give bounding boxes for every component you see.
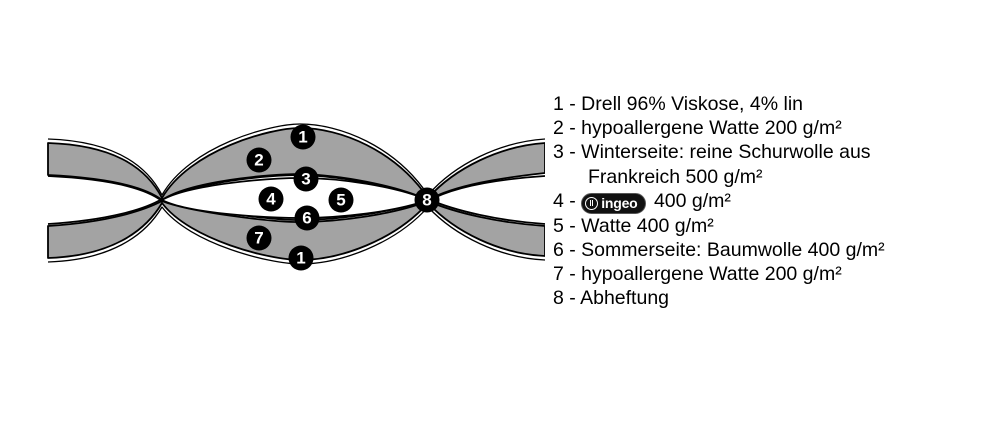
svg-text:7: 7 — [254, 229, 263, 248]
marker-5: 5 — [328, 187, 354, 213]
ingeo-logo: ingeo — [581, 192, 646, 214]
marker-1-top: 1 — [290, 124, 316, 150]
legend-item-6: 6 - Sommerseite: Baumwolle 400 g/m² — [553, 239, 885, 262]
svg-text:1: 1 — [296, 249, 305, 268]
legend-item-8: 8 - Abheftung — [553, 287, 670, 310]
marker-2: 2 — [246, 147, 272, 173]
legend-item-5: 5 - Watte 400 g/m² — [553, 214, 714, 237]
svg-text:2: 2 — [254, 151, 263, 170]
legend-item-1: 1 - Drell 96% Viskose, 4% lin — [553, 93, 803, 115]
marker-8: 8 — [414, 187, 440, 213]
legend: 1 - Drell 96% Viskose, 4% lin 2 - hypoal… — [553, 92, 885, 311]
legend-item-3: 3 - Winterseite: reine Schurwolle aus — [553, 141, 871, 164]
layer-cross-section-diagram: 1 2 3 4 5 6 7 1 8 — [47, 123, 545, 271]
ingeo-logo-text: ingeo — [601, 195, 638, 212]
legend-item-4-text: 400 g/m² — [653, 189, 731, 212]
marker-7: 7 — [246, 225, 272, 251]
marker-3: 3 — [293, 166, 319, 192]
outer-fabric-top-line — [47, 123, 545, 196]
ingeo-leaf-icon — [585, 196, 599, 210]
svg-text:5: 5 — [336, 191, 345, 210]
legend-item-3-continuation: Frankreich 500 g/m² — [588, 165, 763, 188]
svg-text:1: 1 — [298, 128, 307, 147]
marker-6: 6 — [294, 205, 320, 231]
legend-item-7: 7 - hypoallergene Watte 200 g/m² — [553, 263, 842, 286]
marker-1-bottom: 1 — [288, 245, 314, 271]
legend-item-2: 2 - hypoallergene Watte 200 g/m² — [553, 117, 842, 140]
legend-item-4-number: 4 - — [553, 189, 576, 212]
svg-text:8: 8 — [422, 191, 431, 210]
marker-4: 4 — [258, 186, 284, 212]
legend-item-4: 4 - ingeo 400 g/m² — [553, 189, 885, 214]
svg-text:6: 6 — [302, 209, 311, 228]
svg-text:3: 3 — [301, 170, 310, 189]
svg-text:4: 4 — [266, 190, 276, 209]
